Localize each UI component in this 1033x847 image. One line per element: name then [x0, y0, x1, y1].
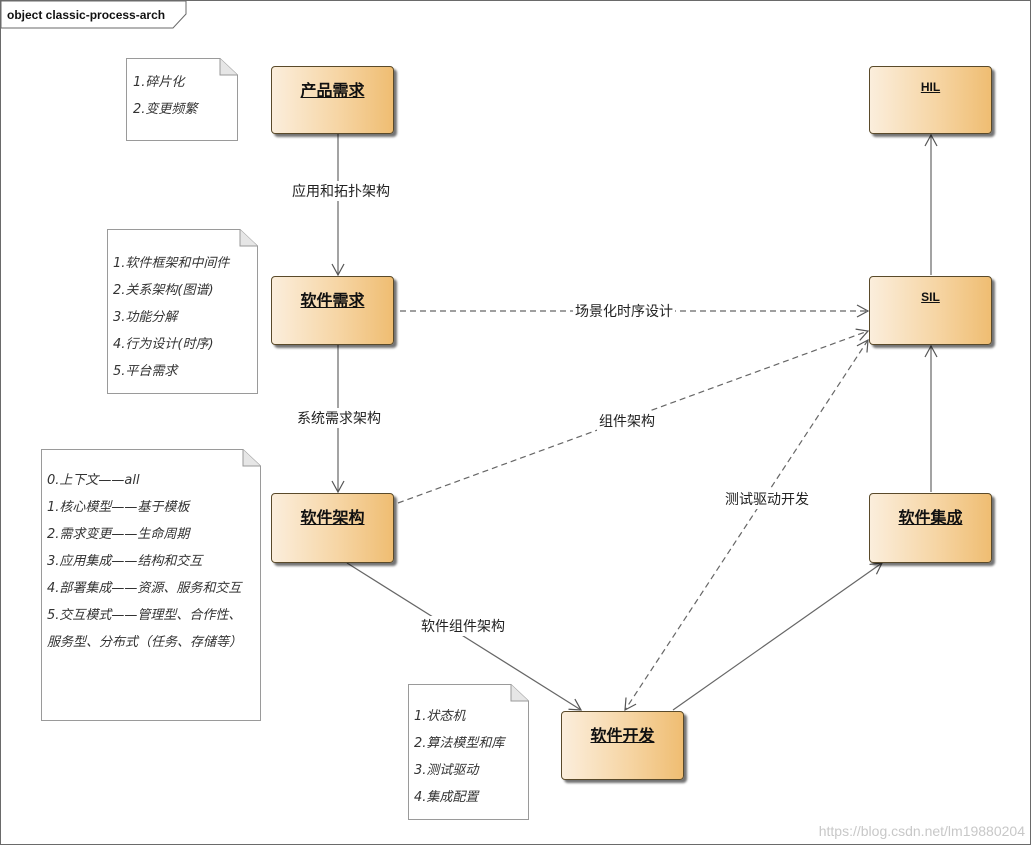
node-label: SIL [921, 290, 940, 304]
note-line: 2.关系架构(图谱) [113, 283, 214, 298]
note-line: 3.应用集成——结构和交互 [47, 554, 203, 569]
note-sw-dev: 1.状态机 2.算法模型和库 3.测试驱动 4.集成配置 [408, 684, 529, 820]
note-line: 2.需求变更——生命周期 [47, 527, 190, 542]
node-label: 软件架构 [300, 508, 365, 527]
edge-sil-to-sw-dev [624, 338, 869, 712]
node-software-integration[interactable]: 软件集成 [869, 493, 992, 563]
note-line: 5.交互模式——管理型、合作性、 [47, 608, 242, 623]
node-software-requirements[interactable]: 软件需求 [271, 276, 394, 345]
node-software-architecture[interactable]: 软件架构 [271, 493, 394, 563]
note-line: 3.功能分解 [113, 310, 178, 325]
edge-label-system-req-arch: 系统需求架构 [295, 408, 383, 428]
node-label: 软件集成 [898, 508, 963, 527]
note-line: 1.核心模型——基于模板 [47, 500, 190, 515]
node-software-development[interactable]: 软件开发 [561, 711, 684, 780]
edge-label-sw-component-arch: 软件组件架构 [419, 616, 507, 636]
note-line: 5.平台需求 [113, 364, 178, 379]
edge-sw-arch-to-sw-dev [346, 562, 583, 711]
note-sw-req: 1.软件框架和中间件 2.关系架构(图谱) 3.功能分解 4.行为设计(时序) … [107, 229, 258, 394]
frame-tab [0, 0, 187, 29]
edge-label-component-arch: 组件架构 [597, 411, 657, 431]
note-fragmentation: 1.碎片化 2.变更频繁 [126, 58, 238, 141]
node-sil[interactable]: SIL [869, 276, 992, 345]
node-hil[interactable]: HIL [869, 66, 992, 134]
note-line: 2.变更频繁 [133, 102, 198, 117]
note-line: 4.行为设计(时序) [113, 337, 214, 352]
note-line: 服务型、分布式（任务、存储等） [47, 635, 243, 650]
node-label: HIL [920, 80, 941, 94]
edge-sw-dev-to-sw-int [672, 562, 884, 711]
watermark: https://blog.csdn.net/lm19880204 [818, 823, 1025, 839]
note-line: 4.集成配置 [414, 790, 479, 805]
note-line: 1.软件框架和中间件 [113, 256, 230, 271]
note-line: 2.算法模型和库 [414, 736, 505, 751]
node-label: 软件开发 [590, 726, 655, 745]
edge-label-scene-sequence: 场景化时序设计 [573, 301, 675, 321]
note-line: 4.部署集成——资源、服务和交互 [47, 581, 242, 596]
note-sw-arch: 0.上下文——all 1.核心模型——基于模板 2.需求变更——生命周期 3.应… [41, 449, 261, 721]
edge-label-test-driven: 测试驱动开发 [723, 489, 811, 509]
note-line: 1.碎片化 [133, 75, 185, 90]
note-line: 0.上下文——all [47, 473, 140, 488]
note-line: 1.状态机 [414, 709, 466, 724]
node-label: 软件需求 [300, 291, 365, 310]
node-label: 产品需求 [300, 81, 365, 100]
note-line: 3.测试驱动 [414, 763, 479, 778]
node-product-requirements[interactable]: 产品需求 [271, 66, 394, 134]
edge-label-app-topology: 应用和拓扑架构 [290, 181, 392, 201]
frame-title: object classic-process-arch [7, 8, 165, 22]
